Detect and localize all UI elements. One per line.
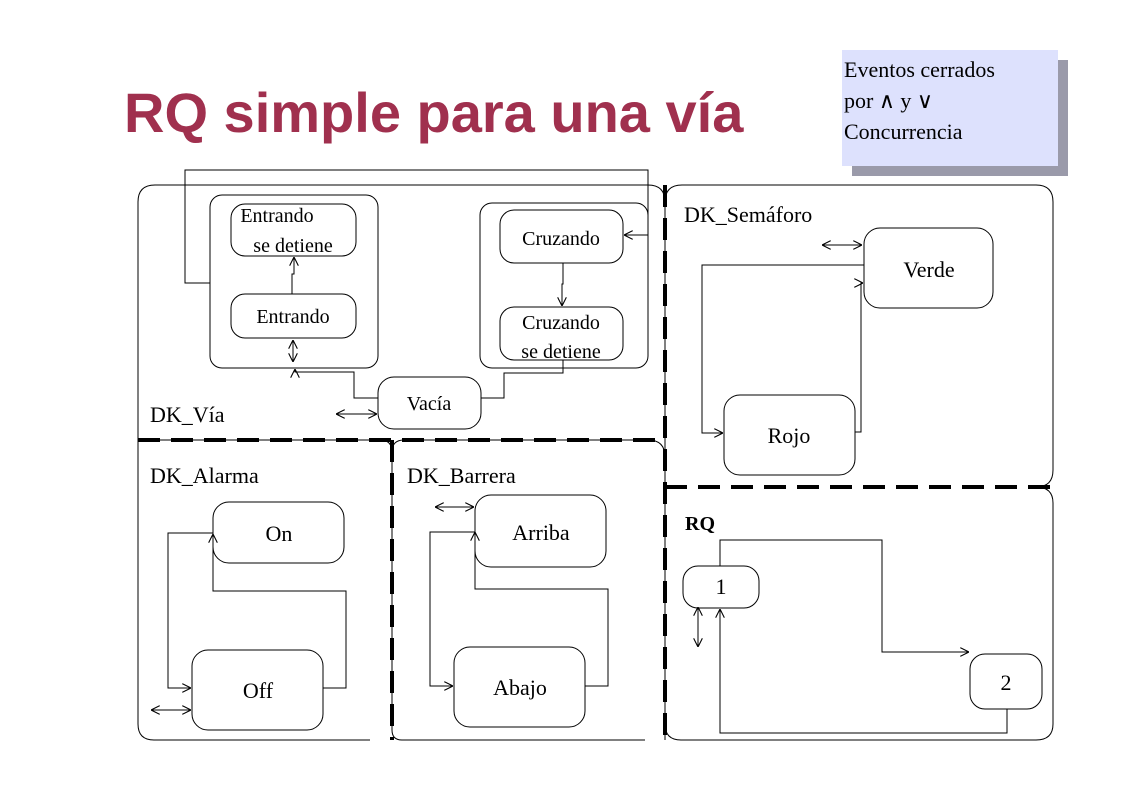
state-cruzando-label: Cruzando bbox=[522, 228, 600, 250]
state-off bbox=[191, 649, 324, 731]
state-rojo bbox=[723, 394, 856, 476]
state-rq-2-label: 2 bbox=[1001, 670, 1012, 695]
state-entrando-se-detiene bbox=[230, 203, 357, 257]
note-line-1: Eventos cerrados bbox=[844, 57, 995, 82]
region-semaforo-outline bbox=[664, 184, 1054, 488]
transition-vacia-cruzando bbox=[481, 360, 564, 399]
page-title: RQ simple para una vía bbox=[124, 81, 744, 144]
state-rojo-label: Rojo bbox=[768, 423, 811, 448]
transition-rq-2-to-1 bbox=[720, 609, 1008, 734]
state-arriba-label: Arriba bbox=[512, 520, 570, 545]
state-entrando bbox=[230, 293, 357, 339]
region-label-rq: RQ bbox=[685, 513, 715, 535]
state-arriba bbox=[474, 494, 607, 568]
state-entrando-se-detiene-label-2: se detiene bbox=[253, 235, 333, 257]
note-line-3: Concurrencia bbox=[844, 119, 963, 144]
transition-entrando-to-se-detiene bbox=[292, 257, 294, 294]
state-cruzando-se-detiene bbox=[499, 306, 624, 361]
transition-off-to-on bbox=[213, 534, 347, 689]
region-label-alarma: DK_Alarma bbox=[150, 463, 259, 488]
transition-rq-1-to-2 bbox=[719, 539, 969, 652]
transition-loop-entrando-to-cruzando bbox=[184, 169, 649, 284]
state-off-label: Off bbox=[243, 678, 274, 703]
region-label-via: DK_Vía bbox=[150, 402, 225, 427]
note-box: Eventos cerrados por ∧ y ∨ Concurrencia bbox=[842, 50, 1058, 166]
state-abajo bbox=[453, 646, 586, 728]
state-abajo-label: Abajo bbox=[493, 675, 547, 700]
state-rq-1-label: 1 bbox=[716, 574, 727, 599]
state-vacia bbox=[377, 376, 482, 430]
transition-abajo-to-arriba bbox=[475, 532, 609, 687]
state-on-label: On bbox=[266, 521, 293, 546]
transition-cruzando-to-se-detiene bbox=[562, 263, 563, 306]
transition-vacia-to-entrando bbox=[295, 369, 378, 399]
note-line-2: por ∧ y ∨ bbox=[844, 88, 934, 113]
state-entrando-label: Entrando bbox=[256, 306, 329, 328]
state-cruzando-se-detiene-label-2: se detiene bbox=[521, 341, 601, 363]
state-verde-label: Verde bbox=[903, 257, 954, 282]
state-cruzando bbox=[499, 209, 624, 264]
transition-on-to-off bbox=[167, 532, 213, 688]
state-rq-2 bbox=[969, 653, 1043, 710]
region-label-barrera: DK_Barrera bbox=[407, 463, 516, 488]
region-label-semaforo: DK_Semáforo bbox=[684, 202, 812, 227]
state-cruzando-se-detiene-label-1: Cruzando bbox=[522, 312, 600, 334]
transition-rojo-to-verde bbox=[855, 283, 863, 433]
region-rq-outline bbox=[664, 486, 1054, 741]
state-rq-1 bbox=[682, 565, 760, 609]
state-entrando-se-detiene-label-1: Entrando bbox=[240, 205, 313, 227]
transition-verde-to-rojo bbox=[701, 264, 864, 433]
transition-arriba-to-abajo bbox=[429, 531, 475, 686]
state-verde bbox=[863, 227, 994, 309]
state-vacia-label: Vacía bbox=[407, 393, 452, 415]
